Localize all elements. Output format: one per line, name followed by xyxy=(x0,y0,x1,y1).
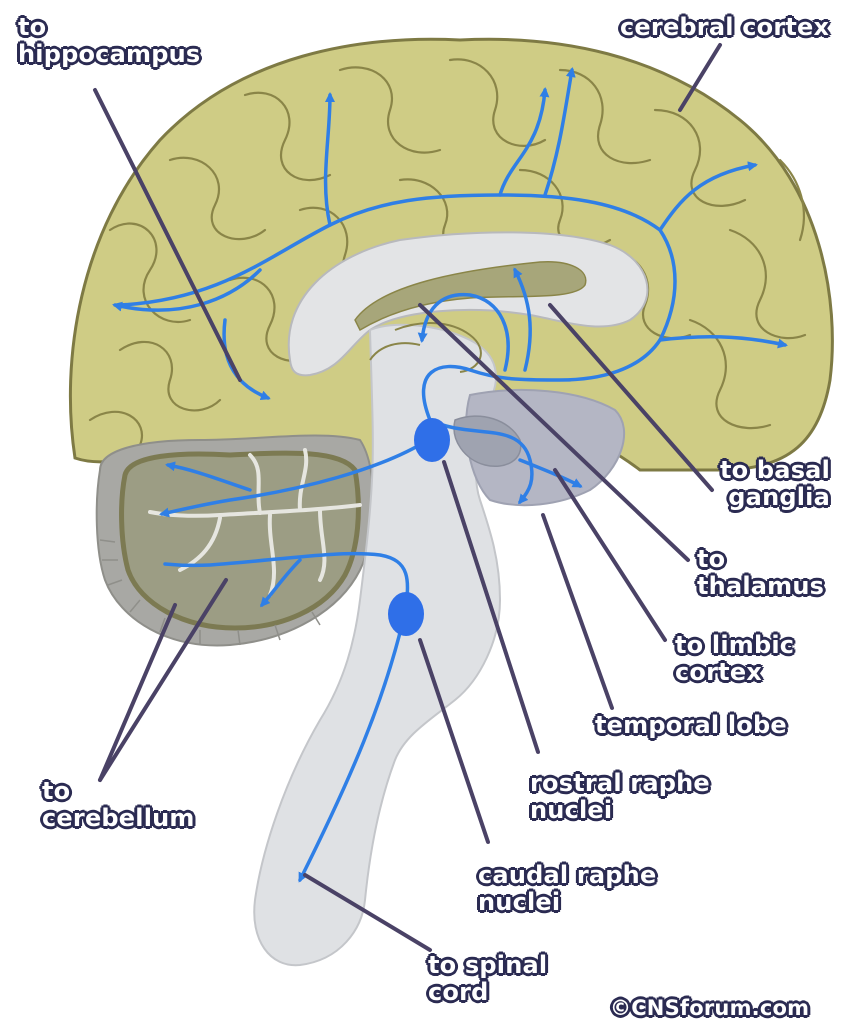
leader-limbic-cortex xyxy=(555,470,665,640)
copyright-notice: ©CNSforum.com xyxy=(610,996,809,1020)
label-temporal-lobe: temporal lobe xyxy=(595,712,787,739)
caudal-raphe-nucleus xyxy=(388,592,424,636)
leader-cerebellum-a xyxy=(100,605,175,780)
label-cerebral-cortex: cerebral cortex xyxy=(620,14,829,41)
rostral-raphe-nucleus xyxy=(414,418,450,462)
